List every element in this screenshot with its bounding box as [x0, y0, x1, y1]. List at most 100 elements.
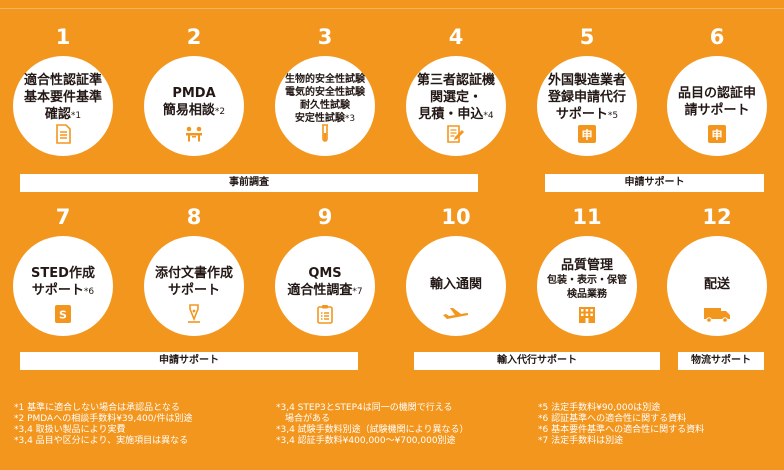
step-card-11: 品質管理包装・表示・保管検品業務 [537, 236, 637, 336]
step-label-line: 簡易相談*2 [162, 103, 226, 118]
step-label-line: 検品業務 [567, 289, 607, 300]
step-label-line: 品目の認証申 [677, 86, 756, 101]
step-label: PMDA 簡易相談*2 [144, 85, 244, 121]
clipboard-icon [315, 304, 335, 324]
step-card-1: 適合性認証準基本要件基準確認*1 [13, 56, 113, 156]
step-card-4: 第三者認証機関選定・見積・申込*4 [406, 56, 506, 156]
note-line: *3,4 試験手数料別途（試験機関により異なる） [276, 425, 469, 435]
step-label: STED作成サポート*6 [13, 265, 113, 301]
meeting-icon [184, 124, 204, 144]
step-number: 10 [441, 205, 471, 229]
step-label-line: 関選定・ [429, 90, 482, 105]
step-card-6: 品目の認証申請サポート申 [667, 56, 767, 156]
document-s-icon: S [53, 304, 73, 324]
footnote-marker: *7 [352, 287, 363, 297]
note-line: 場合がある [276, 414, 331, 424]
note-line: *6 認証基準への適合性に関する資料 [538, 414, 687, 424]
application-support-bar-bottom: 申請サポート [20, 352, 358, 370]
step-label: 適合性認証準基本要件基準確認*1 [13, 72, 113, 125]
document-list-icon [53, 124, 73, 144]
notes-column-2: *3,4 STEP3とSTEP4は同一の機関で行える 場合がある *3,4 試験… [276, 403, 469, 447]
step-number: 9 [317, 205, 333, 229]
step-label-line: STED作成 [31, 266, 95, 281]
footnote-marker: *5 [607, 111, 619, 121]
step-label-line: 生物的安全性試験 [285, 74, 365, 85]
svg-text:申: 申 [582, 128, 593, 142]
step-card-8: 添付文書作成サポート [144, 236, 244, 336]
step-label: 添付文書作成サポート [144, 265, 244, 299]
step-label: 外国製造業者登録申請代行サポート*5 [537, 72, 637, 125]
note-line: *7 法定手数料は別途 [538, 436, 624, 446]
note-line: *5 法定手数料¥90,000は別途 [538, 403, 661, 413]
step-label: 品目の認証申請サポート [667, 85, 767, 119]
form-pen-icon [446, 124, 466, 144]
step-number: 11 [572, 205, 602, 229]
step-number: 8 [186, 205, 202, 229]
step-card-12: 配送 [667, 236, 767, 336]
application-support-bar-top: 申請サポート [545, 174, 764, 192]
step-label-line: 電気的安全性試験 [285, 87, 365, 98]
step-number: 3 [317, 25, 333, 49]
step-label-line: 外国製造業者 [547, 73, 626, 88]
step-label: 輸入通関 [406, 276, 506, 293]
step-number: 12 [702, 205, 732, 229]
step-label-line: 配送 [703, 277, 730, 292]
airplane-icon [442, 304, 470, 324]
step-label: 第三者認証機関選定・見積・申込*4 [406, 72, 506, 125]
footnote-marker: *3 [344, 114, 356, 124]
step-label-line: 基本要件基準 [23, 90, 102, 105]
application-stamp-icon: 申 [707, 124, 727, 144]
step-number: 6 [709, 25, 725, 49]
note-line: *1 基準に適合しない場合は承認品となる [14, 403, 180, 413]
step-label-line: サポート*6 [31, 283, 95, 298]
delivery-truck-icon [703, 304, 731, 324]
svg-text:申: 申 [712, 128, 723, 142]
footnote-marker: *6 [83, 287, 95, 297]
step-label-line: 安定性試験*3 [294, 113, 356, 124]
step-card-5: 外国製造業者登録申請代行サポート*5 申 [537, 56, 637, 156]
footnote-marker: *1 [70, 111, 82, 121]
step-label-line: 添付文書作成 [154, 266, 233, 281]
step-label-line: 品質管理 [560, 258, 613, 273]
step-label: 生物的安全性試験電気的安全性試験耐久性試験安定性試験*3 [275, 73, 375, 126]
step-card-3: 生物的安全性試験電気的安全性試験耐久性試験安定性試験*3 [275, 56, 375, 156]
notes-column-1: *1 基準に適合しない場合は承認品となる *2 PMDAへの相談手数料¥39,4… [14, 403, 192, 447]
step-number: 4 [448, 25, 464, 49]
step-label-line: 耐久性試験 [300, 100, 350, 111]
svg-text:S: S [59, 309, 67, 322]
note-line: *3,4 認証手数料¥400,000〜¥700,000別途 [276, 436, 456, 446]
step-label: 配送 [667, 276, 767, 293]
step-card-9: QMS 適合性調査*7 [275, 236, 375, 336]
step-label-line: PMDA [172, 86, 216, 101]
import-agency-bar: 輸入代行サポート [414, 352, 660, 370]
step-label: QMS 適合性調査*7 [275, 265, 375, 301]
note-line: *3,4 STEP3とSTEP4は同一の機関で行える [276, 403, 453, 413]
step-label-line: 包装・表示・保管 [547, 275, 627, 286]
step-label-line: 登録申請代行 [547, 90, 626, 105]
fountain-pen-icon [184, 304, 204, 324]
step-label-line: 輸入通関 [429, 277, 482, 292]
step-label-line: QMS [308, 266, 342, 281]
step-label-line: サポート*5 [555, 107, 619, 122]
note-line: *6 基本要件基準への適合性に関する資料 [538, 425, 705, 435]
step-number: 5 [579, 25, 595, 49]
building-icon [577, 304, 597, 324]
test-tube-icon [315, 124, 335, 144]
note-line: *3,4 品目や区分により、実施項目は異なる [14, 436, 189, 446]
top-divider [0, 8, 784, 9]
step-label-line: 見積・申込*4 [418, 107, 494, 122]
application-stamp-icon: 申 [577, 124, 597, 144]
step-number: 1 [55, 25, 71, 49]
note-line: *2 PMDAへの相談手数料¥39,400/件は別途 [14, 414, 193, 424]
step-label-line: 適合性調査*7 [287, 283, 363, 298]
footnote-marker: *4 [483, 111, 494, 121]
step-label-line: 確認*1 [44, 107, 82, 122]
step-label-line: サポート [167, 283, 220, 298]
pre-survey-bar: 事前調査 [20, 174, 478, 192]
step-number: 7 [55, 205, 71, 229]
step-label-line: 適合性認証準 [23, 73, 102, 88]
step-card-2: PMDA 簡易相談*2 [144, 56, 244, 156]
step-label-line: 第三者認証機 [416, 73, 495, 88]
note-line: *3,4 取扱い製品により実費 [14, 425, 126, 435]
